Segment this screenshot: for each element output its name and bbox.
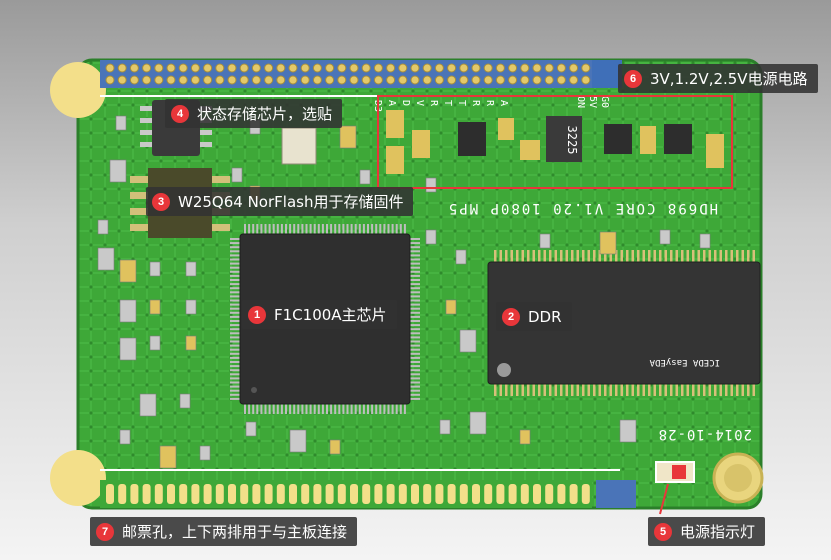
callout-number: 6 bbox=[624, 69, 642, 88]
header-silk-label: R bbox=[470, 100, 481, 107]
mount-hole bbox=[50, 450, 106, 506]
ddr-chip: ICEDA EasyEDA bbox=[487, 250, 761, 396]
ddr-logo-text: ICEDA EasyEDA bbox=[649, 357, 720, 367]
callout-number: 1 bbox=[248, 305, 266, 324]
callout-number: 4 bbox=[171, 104, 189, 123]
chip-marking: 3225 bbox=[565, 126, 579, 155]
top-silk-label: ON bbox=[575, 96, 586, 108]
header-silk-label: A bbox=[386, 100, 397, 106]
callout-number: 7 bbox=[96, 522, 114, 541]
callout-text: 3V,1.2V,2.5V电源电路 bbox=[650, 70, 808, 88]
power-circuit-highlight bbox=[377, 95, 733, 189]
callout-text: 电源指示灯 bbox=[680, 523, 756, 541]
board-date-silkscreen: 2014-10-28 bbox=[658, 426, 752, 442]
header-silk-label: T bbox=[456, 100, 467, 106]
callout-main-chip: 1 F1C100A主芯片 bbox=[242, 300, 397, 329]
header-silk-label: A bbox=[498, 100, 509, 106]
header-silk-label: V bbox=[414, 100, 425, 106]
header-silk-label: R bbox=[484, 100, 495, 107]
callout-stamp-holes: 7 邮票孔，上下两排用于与主板连接 bbox=[90, 517, 358, 546]
header-silk-label: T bbox=[442, 100, 453, 106]
callout-number: 2 bbox=[502, 307, 520, 326]
top-pin-header bbox=[100, 60, 592, 88]
callout-text: 状态存储芯片，选贴 bbox=[197, 105, 333, 123]
callout-status-storage: 4 状态存储芯片，选贴 bbox=[165, 99, 343, 128]
crystal bbox=[281, 127, 317, 165]
header-silk-label: R bbox=[428, 100, 439, 107]
callout-number: 3 bbox=[152, 192, 170, 211]
callout-power-circuit: 6 3V,1.2V,2.5V电源电路 bbox=[618, 64, 818, 93]
callout-ddr: 2 DDR bbox=[496, 302, 572, 331]
callout-text: F1C100A主芯片 bbox=[274, 306, 387, 324]
callout-text: W25Q64 NorFlash用于存储固件 bbox=[178, 193, 404, 211]
board-model-silkscreen: HD698 CORE V1.20 1080P MP5 bbox=[447, 200, 718, 216]
power-circuit: 3225 bbox=[386, 110, 724, 174]
callout-power-led: 5 电源指示灯 bbox=[648, 517, 766, 546]
callout-number: 5 bbox=[654, 522, 672, 541]
top-silk-label: 5V bbox=[587, 96, 598, 108]
mount-hole bbox=[50, 62, 106, 118]
top-silk-label: G0 bbox=[599, 96, 610, 108]
callout-text: 邮票孔，上下两排用于与主板连接 bbox=[122, 523, 348, 541]
callout-text: DDR bbox=[528, 307, 562, 326]
callout-norflash: 3 W25Q64 NorFlash用于存储固件 bbox=[146, 187, 414, 216]
header-silk-label: D bbox=[400, 100, 411, 106]
